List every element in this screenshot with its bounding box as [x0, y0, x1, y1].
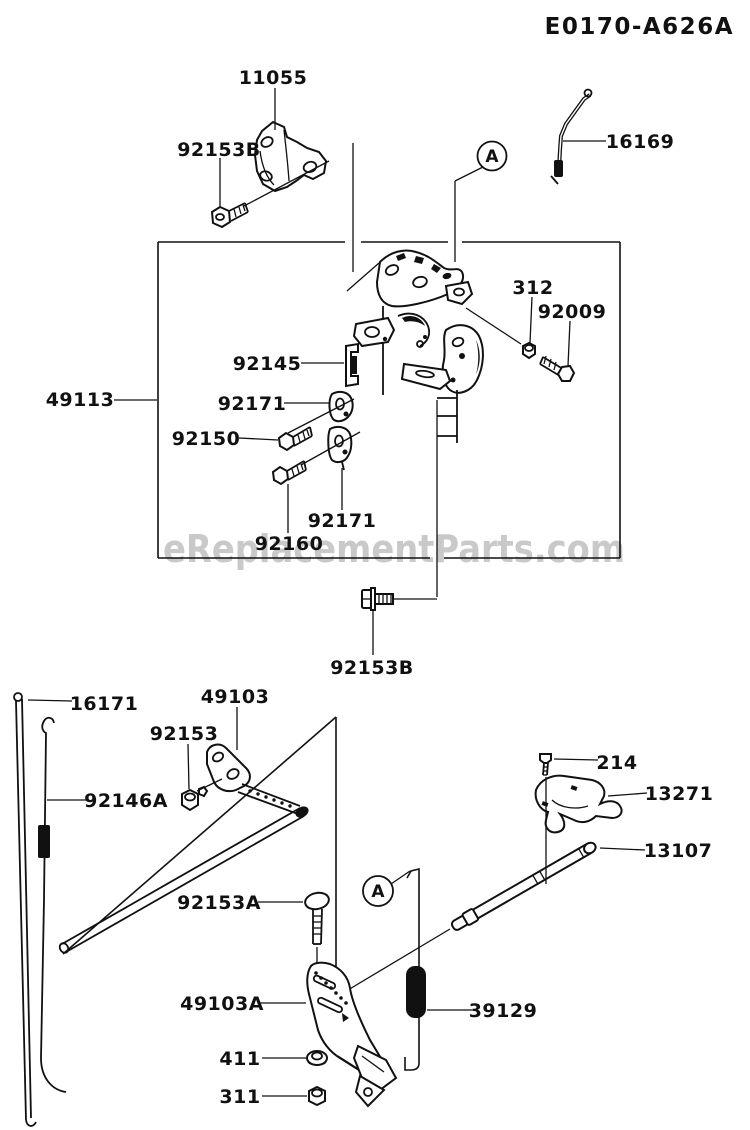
callout-11055: 11055 — [239, 67, 308, 89]
spring-39129-part — [406, 966, 426, 1018]
diagram-code-title: E0170-A626A — [545, 14, 734, 40]
detail-marker-a-bottom-label: A — [371, 882, 385, 902]
callout-92153b-top: 92153B — [177, 139, 261, 161]
nut-312-part — [522, 341, 536, 360]
nut-92153-part — [181, 785, 209, 812]
callout-92171-upper: 92171 — [218, 393, 287, 415]
detail-circle-a-bottom — [362, 870, 411, 907]
detail-circle-a-top — [454, 140, 508, 262]
callout-312: 312 — [512, 277, 553, 299]
screw-214-part — [539, 753, 552, 776]
callout-13271: 13271 — [645, 783, 714, 805]
wire-92146a-part — [38, 716, 67, 1093]
bolt-92153b-bottom-part — [361, 587, 394, 611]
callout-39129: 39129 — [469, 1000, 538, 1022]
lower-assembly-group — [13, 692, 623, 1127]
callout-92009: 92009 — [538, 301, 607, 323]
lever-49103-part — [58, 743, 309, 954]
upper-assembly-group — [157, 88, 621, 611]
callout-411: 411 — [219, 1048, 260, 1070]
watermark-text: eReplacementParts.com — [163, 527, 625, 571]
screw-92153a-part — [304, 891, 330, 967]
callout-92160: 92160 — [255, 533, 324, 555]
clamp-92171-upper-part — [328, 390, 354, 423]
callout-13107: 13107 — [644, 840, 713, 862]
callout-49103: 49103 — [201, 686, 270, 708]
callout-92146a: 92146A — [84, 790, 168, 812]
nut-311-part — [308, 1085, 326, 1107]
box-49113 — [157, 241, 621, 559]
callout-49113: 49113 — [46, 389, 115, 411]
callout-92153: 92153 — [150, 723, 219, 745]
bolt-92153b-top-part — [210, 202, 249, 229]
cam-49103a-part — [306, 961, 398, 1108]
clip-92145-part — [345, 342, 359, 388]
callout-92150: 92150 — [172, 428, 241, 450]
rod-16169-part — [550, 88, 593, 185]
panel-outline-left — [62, 716, 337, 1010]
detail-marker-a-top-label: A — [485, 147, 499, 167]
cable-16171-part — [13, 692, 37, 1127]
callout-92153b-bottom: 92153B — [330, 657, 414, 679]
rod-13107-part — [450, 841, 597, 931]
callout-16169: 16169 — [606, 131, 675, 153]
screw-92009-part — [539, 355, 576, 382]
callout-labels: 11055 92153B 16169 312 92009 92145 92171… — [46, 67, 714, 1108]
plate-13271-part — [534, 774, 623, 834]
control-panel-assembly — [345, 249, 522, 443]
callout-92153a: 92153A — [177, 892, 261, 914]
washer-411-part — [306, 1050, 328, 1066]
leader-lines — [27, 88, 648, 1097]
callout-311: 311 — [219, 1086, 260, 1108]
callout-92145: 92145 — [233, 353, 302, 375]
callout-214: 214 — [596, 752, 637, 774]
callout-49103a: 49103A — [180, 993, 264, 1015]
screw-92150-part — [277, 426, 313, 452]
bracket-11055-part — [253, 120, 328, 193]
clamp-92171-lower-part — [327, 425, 353, 471]
callout-16171: 16171 — [70, 693, 139, 715]
callout-92171-lower: 92171 — [308, 510, 377, 532]
